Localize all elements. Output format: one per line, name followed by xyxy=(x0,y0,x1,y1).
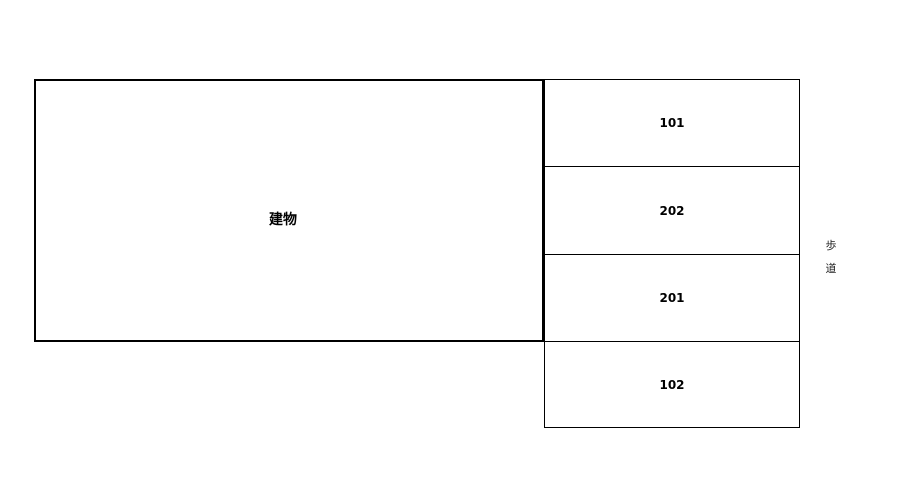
parking-space-201: 201 xyxy=(544,254,800,342)
sidewalk-char: 歩 xyxy=(825,239,837,252)
parking-space-number: 102 xyxy=(659,377,685,392)
building-label: 建物 xyxy=(269,212,297,228)
parking-space-number: 201 xyxy=(659,291,685,305)
parking-space-102: 102 xyxy=(544,341,800,428)
sidewalk-char: 道 xyxy=(825,262,837,275)
parking-space-202: 202 xyxy=(544,166,800,255)
parking-space-number: 101 xyxy=(659,116,685,130)
parking-space-number: 202 xyxy=(659,203,685,218)
parking-space-101: 101 xyxy=(544,79,800,167)
sidewalk-label: 歩 道 xyxy=(824,234,838,280)
building-block: 建物 xyxy=(34,79,544,342)
